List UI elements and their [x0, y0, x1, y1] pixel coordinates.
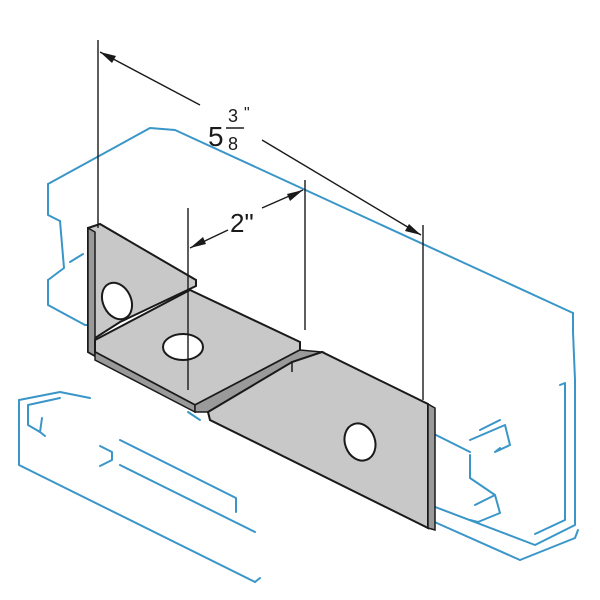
arrowhead-overall-left [100, 52, 116, 63]
overall-dimension-line-a [99, 51, 201, 106]
strut-end-profile [429, 331, 579, 561]
arrowhead-overall-right [405, 224, 421, 235]
overall-dimension-unit: " [244, 105, 250, 122]
bracket-hole-center [162, 333, 204, 361]
overall-dimension-numerator: 3 [228, 106, 238, 126]
dimension-annotations: 5 3 8 " 2" [97, 40, 424, 400]
spacing-dimension-label: 2" [230, 208, 254, 238]
bracket-hole-right [343, 422, 377, 462]
overall-dimension-denominator: 8 [228, 134, 238, 154]
bracket-hole-left [100, 281, 134, 321]
arrowhead-spacing-left [190, 237, 206, 248]
two-hole-offset-bracket [87, 222, 436, 531]
upper-strut-channel [47, 127, 574, 496]
overall-dimension-line-b [261, 139, 422, 236]
lower-strut-channel [18, 391, 261, 583]
arrowhead-spacing-right [287, 190, 303, 201]
bracket-left-wing-edge [87, 226, 96, 358]
overall-dimension-whole: 5 [208, 121, 224, 152]
bracket-right-wing-edge [427, 402, 436, 531]
